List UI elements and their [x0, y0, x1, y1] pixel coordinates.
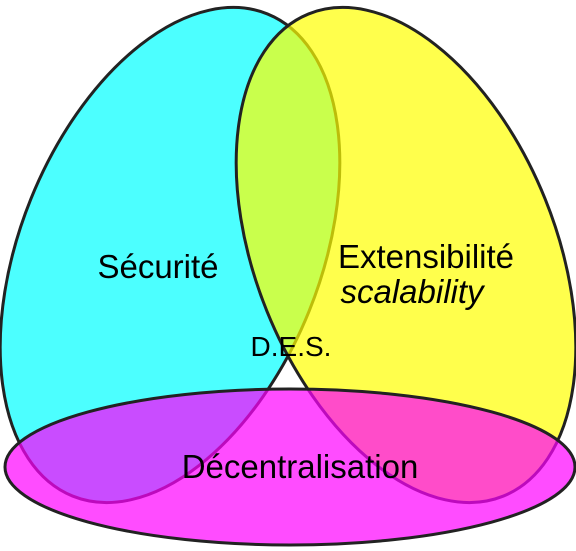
- center-label: D.E.S.: [251, 331, 332, 362]
- decentralization-set: [3, 387, 576, 547]
- decentralization-label: Décentralisation: [182, 448, 419, 485]
- scalability-label: Extensibilité: [338, 238, 514, 275]
- scalability-sublabel: scalability: [340, 273, 486, 310]
- security-label: Sécurité: [97, 248, 218, 285]
